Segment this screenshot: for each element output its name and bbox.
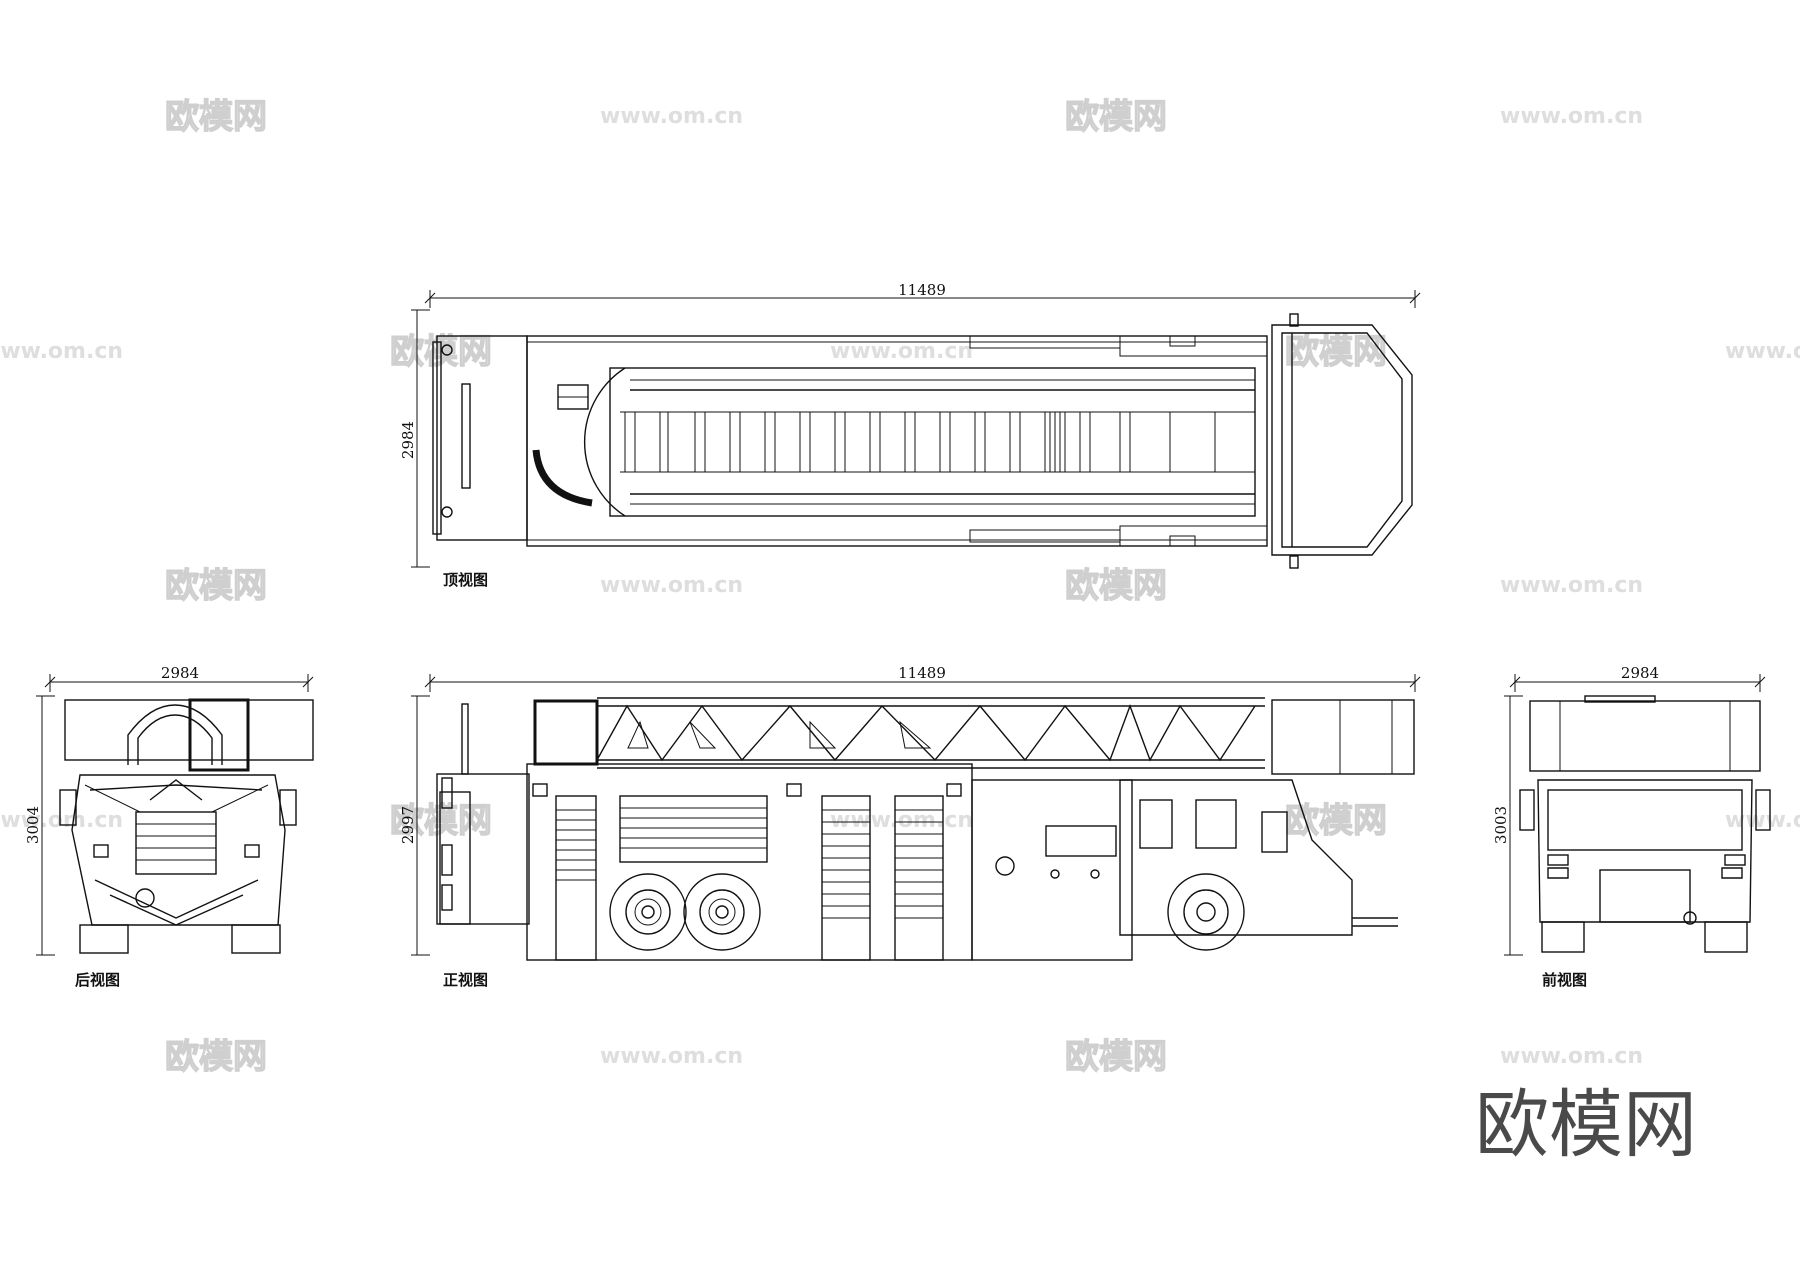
rear-width-label: 2984 xyxy=(161,664,199,682)
rear-view-caption: 后视图 xyxy=(75,971,120,989)
front-view: 2984 3003 前视图 xyxy=(1492,664,1771,989)
watermark-url: www.om.cn xyxy=(830,808,973,833)
top-length-dimension: 11489 xyxy=(424,281,1421,308)
side-view-caption: 正视图 xyxy=(443,971,488,989)
side-length-dimension: 11489 xyxy=(424,664,1421,692)
watermark-url: www.om.cn xyxy=(600,104,743,129)
front-width-dimension: 2984 xyxy=(1509,664,1766,692)
rear-height-label: 3004 xyxy=(24,806,42,844)
side-length-label: 11489 xyxy=(898,664,946,682)
top-width-dimension: 2984 xyxy=(399,309,430,568)
watermark-url: www.om.cn xyxy=(1725,339,1800,364)
watermark-cn: 欧模网 xyxy=(165,566,267,606)
rear-height-dimension: 3004 xyxy=(24,695,55,956)
watermark-url: www.om.cn xyxy=(600,573,743,598)
front-width-label: 2984 xyxy=(1621,664,1659,682)
side-view: 11489 2997 xyxy=(399,664,1421,989)
top-width-label: 2984 xyxy=(399,421,417,459)
watermark-url: www.om.cn xyxy=(1500,1044,1643,1069)
watermark-url: www.om.cn xyxy=(0,339,123,364)
side-wheels xyxy=(609,873,1245,951)
watermark-cn: 欧模网 xyxy=(1065,97,1167,137)
watermark-cn: 欧模网 xyxy=(390,801,492,841)
rear-grille-lines xyxy=(136,823,216,861)
watermark-url: www.om.cn xyxy=(600,1044,743,1069)
watermark-layer: 欧模网 www.om.cn 欧模网 www.om.cn www.om.cn 欧模… xyxy=(0,96,1800,1077)
watermark-cn: 欧模网 xyxy=(1065,566,1167,606)
side-height-label: 2997 xyxy=(399,806,417,844)
watermark-url: www.om.cn xyxy=(1725,808,1800,833)
top-view-caption: 顶视图 xyxy=(443,571,488,589)
front-height-dimension: 3003 xyxy=(1492,695,1523,956)
watermark-cn: 欧模网 xyxy=(1285,332,1387,372)
top-view: 11489 2984 xyxy=(399,281,1421,589)
side-height-dimension: 2997 xyxy=(399,695,430,956)
top-ladder-rungs xyxy=(620,411,1255,473)
side-ladder-truss xyxy=(596,697,1265,769)
watermark-url: www.om.cn xyxy=(0,808,123,833)
watermark-url: www.om.cn xyxy=(1500,573,1643,598)
top-length-label: 11489 xyxy=(898,281,946,299)
rear-width-dimension: 2984 xyxy=(44,664,314,692)
watermark-url: www.om.cn xyxy=(830,339,973,364)
rear-view: 2984 3004 后视图 xyxy=(24,664,314,989)
front-height-label: 3003 xyxy=(1492,806,1510,844)
watermark-url: www.om.cn xyxy=(1500,104,1643,129)
brand-logo: 欧模网 xyxy=(1475,1082,1697,1168)
watermark-cn: 欧模网 xyxy=(165,1037,267,1077)
front-view-caption: 前视图 xyxy=(1542,971,1587,989)
watermark-cn: 欧模网 xyxy=(165,97,267,137)
side-compartment-shutters xyxy=(556,807,943,919)
watermark-cn: 欧模网 xyxy=(1065,1037,1167,1077)
